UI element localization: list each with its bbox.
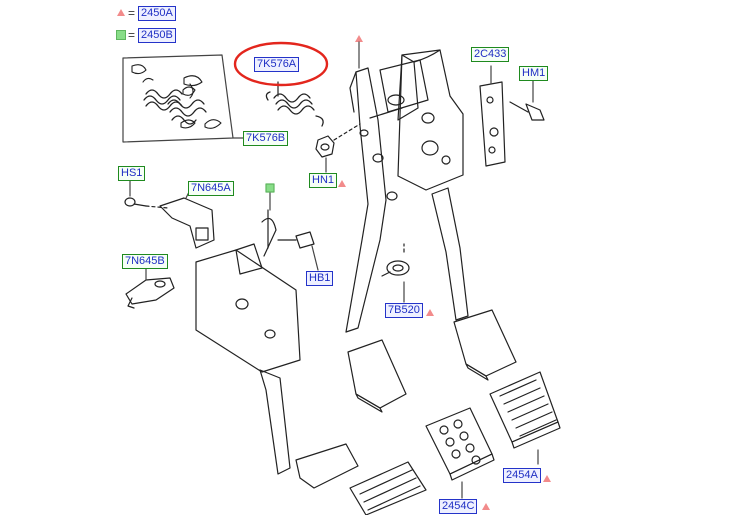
- spring-kit-box: [122, 54, 246, 143]
- accelerator-pad: [349, 461, 427, 515]
- clip-7n645b: [125, 267, 175, 309]
- triangle-markers: [338, 35, 551, 510]
- callout-2454a[interactable]: 2454A: [503, 468, 541, 483]
- nut-hn1: [315, 123, 361, 173]
- callout-hs1[interactable]: HS1: [118, 166, 146, 181]
- bracket-7n645a: [159, 189, 215, 249]
- clutch-pedal-arm: [431, 187, 517, 381]
- callout-7n645b[interactable]: 7N645B: [122, 254, 168, 269]
- legend-triangle-icon: [117, 9, 125, 16]
- legend-equals: =: [128, 6, 136, 20]
- callout-7k576b[interactable]: 7K576B: [243, 131, 289, 146]
- legend-code-2450a[interactable]: 2450A: [138, 6, 176, 21]
- callout-7n645a[interactable]: 7N645A: [188, 181, 234, 196]
- legend-square-icon: [116, 30, 126, 40]
- stud-hm1: [509, 79, 545, 121]
- pedal-box-bracket: [359, 49, 464, 201]
- pedal-pad-2454c: [425, 407, 495, 499]
- accelerator-assembly: [195, 189, 359, 489]
- legend-code-2450b[interactable]: 2450B: [138, 28, 176, 43]
- clip-7b520: [381, 243, 410, 303]
- bracket-plate-2c433: [479, 65, 506, 167]
- callout-7k576a[interactable]: 7K576A: [254, 57, 300, 72]
- brake-pedal-arm: [345, 67, 407, 413]
- callout-2c433[interactable]: 2C433: [471, 47, 510, 62]
- callout-hm1[interactable]: HM1: [519, 66, 549, 81]
- coil-springs: [143, 89, 207, 125]
- callout-hb1[interactable]: HB1: [306, 271, 334, 286]
- screw-hs1: [124, 179, 169, 209]
- return-spring: [265, 81, 324, 127]
- bolt-hb1: [277, 231, 319, 271]
- callout-hn1[interactable]: HN1: [309, 173, 338, 188]
- callout-7b520[interactable]: 7B520: [385, 303, 423, 318]
- callout-2454c[interactable]: 2454C: [439, 499, 478, 514]
- highlight-circle: [233, 41, 329, 87]
- square-marker: [265, 183, 275, 193]
- spring-clip-parts: [131, 64, 222, 129]
- pedal-pad-2454a: [489, 371, 561, 465]
- legend-equals: =: [128, 28, 136, 42]
